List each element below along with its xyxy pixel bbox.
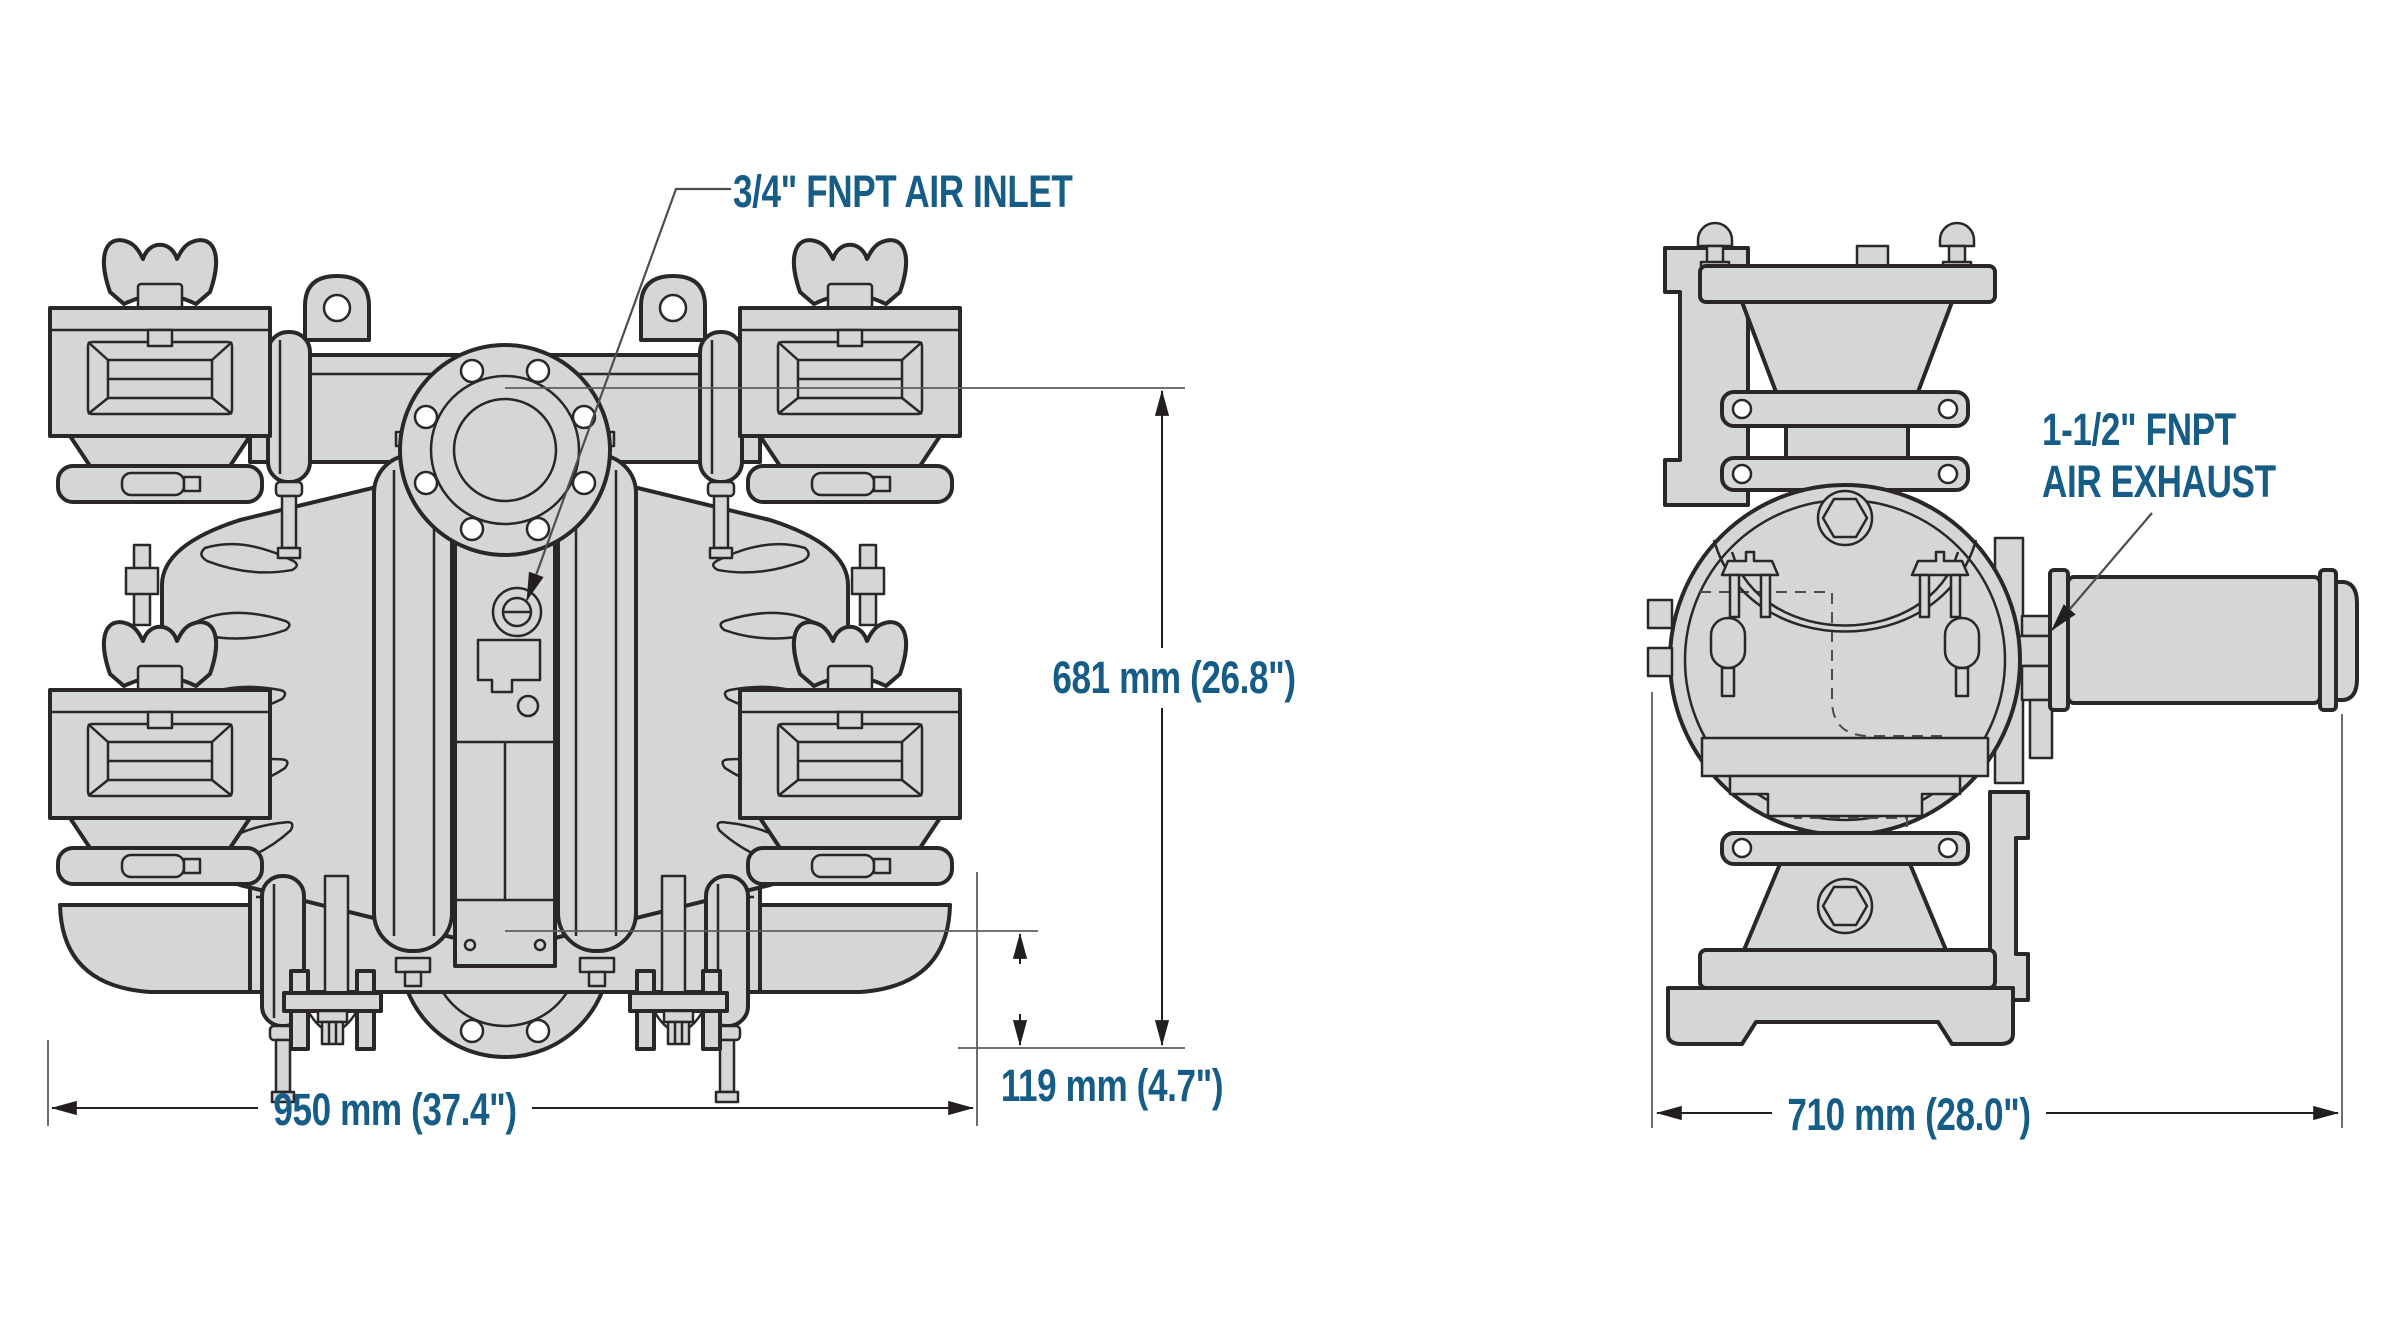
muffler xyxy=(2014,568,2359,760)
base-plate xyxy=(1666,986,2015,1046)
pump-casing-circle xyxy=(1646,483,2022,848)
side-flange-plate-top xyxy=(1663,246,1750,507)
side-view xyxy=(1646,221,2359,1046)
dimension-height: 681 mm (26.8") xyxy=(1052,652,1296,703)
front-view xyxy=(48,238,962,1104)
dimension-lines xyxy=(47,187,2343,1128)
dimension-port-centerline: 119 mm (4.7") xyxy=(1000,1060,1224,1111)
air-exhaust-line1: 1-1/2" FNPT xyxy=(2042,404,2236,455)
dimension-width: 950 mm (37.4") xyxy=(273,1084,517,1135)
valve-cap-top-right xyxy=(738,238,962,504)
dimension-depth: 710 mm (28.0") xyxy=(1787,1089,2031,1140)
air-inlet-leader xyxy=(525,187,731,602)
air-exhaust-line2: AIR EXHAUST xyxy=(2042,456,2276,507)
air-exhaust-leader xyxy=(2051,512,2153,631)
air-inlet-callout: 3/4" FNPT AIR INLET xyxy=(733,166,1073,217)
air-exhaust-callout: 1-1/2" FNPT AIR EXHAUST xyxy=(2042,404,2276,508)
valve-cap-top-left xyxy=(48,238,272,504)
top-flange xyxy=(398,343,612,557)
